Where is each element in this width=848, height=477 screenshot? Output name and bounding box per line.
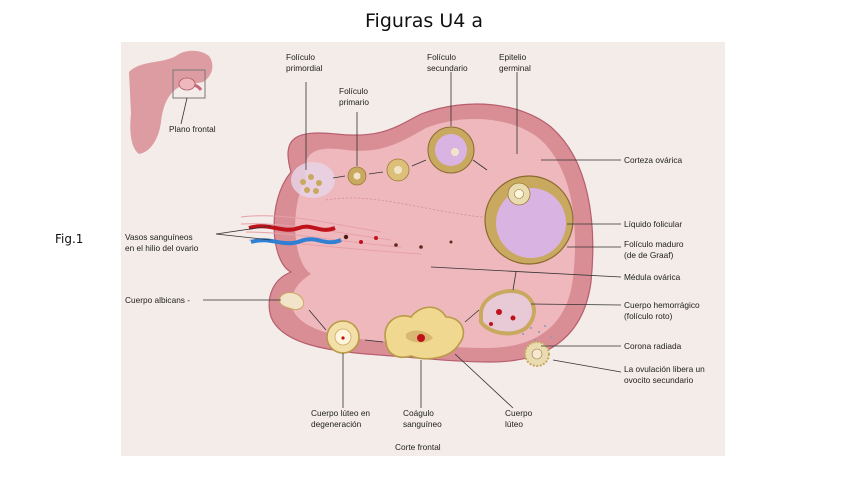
label-epitelio-germinal-1: Epitelio	[499, 52, 527, 62]
label-ovulacion-1: La ovulación libera un	[624, 364, 705, 374]
primordial-follicles	[291, 162, 335, 198]
label-corona-radiada: Corona radiada	[624, 341, 682, 351]
label-cuerpo-hemorragico-1: Cuerpo hemorrágico	[624, 300, 700, 310]
mature-follicle	[484, 175, 574, 265]
label-foliculo-primario-1: Folículo	[339, 86, 368, 96]
ovulated-oocyte	[522, 325, 552, 367]
figure-label: Fig.1	[55, 232, 84, 246]
inset-label: Plano frontal	[169, 124, 216, 134]
label-foliculo-primordial-1: Folículo	[286, 52, 315, 62]
corpus-albicans	[278, 292, 305, 311]
label-foliculo-maduro-1: Folículo maduro	[624, 239, 684, 249]
label-cuerpo-albicans: Cuerpo albicans -	[125, 295, 190, 305]
corpus-luteum	[384, 306, 465, 360]
progression-arrows	[308, 159, 517, 343]
label-corteza-ovarica: Corteza ovárica	[624, 155, 682, 165]
ovary-diagram: Plano frontal	[121, 42, 725, 456]
label-cuerpo-luteo-degeneracion-2: degeneración	[311, 419, 362, 429]
growing-follicle	[386, 158, 410, 182]
label-foliculo-maduro-2: (de de Graaf)	[624, 250, 674, 260]
label-cuerpo-luteo-degeneracion-1: Cuerpo lúteo en	[311, 408, 370, 418]
label-foliculo-primordial-2: primordial	[286, 63, 323, 73]
label-foliculo-secundario-2: secundario	[427, 63, 468, 73]
label-vasos-sanguineos-2: en el hilio del ovario	[125, 243, 199, 253]
label-cuerpo-luteo-1: Cuerpo	[505, 408, 533, 418]
secondary-follicle	[427, 126, 475, 174]
bottom-caption: Corte frontal	[395, 442, 441, 452]
primary-follicle	[347, 166, 367, 186]
label-cuerpo-luteo-2: lúteo	[505, 419, 523, 429]
label-medula-ovarica: Médula ovárica	[624, 272, 681, 282]
label-coagulo-sanguineo-2: sanguíneo	[403, 419, 442, 429]
label-ovulacion-2: ovocito secundario	[624, 375, 694, 385]
label-vasos-sanguineos-1: Vasos sanguíneos	[125, 232, 193, 242]
label-foliculo-primario-2: primario	[339, 97, 369, 107]
corpus-hemorrhagicum	[479, 289, 536, 336]
label-cuerpo-hemorragico-2: (folículo roto)	[624, 311, 673, 321]
leader-lines	[203, 72, 622, 409]
slide-title: Figuras U4 a	[365, 10, 483, 32]
label-coagulo-sanguineo-1: Coágulo	[403, 408, 434, 418]
degenerating-corpus-luteum	[326, 320, 360, 354]
inset-uterus-sketch: Plano frontal	[129, 50, 216, 154]
label-epitelio-germinal-2: germinal	[499, 63, 531, 73]
label-liquido-folicular: Líquido folicular	[624, 219, 682, 229]
label-foliculo-secundario-1: Folículo	[427, 52, 456, 62]
